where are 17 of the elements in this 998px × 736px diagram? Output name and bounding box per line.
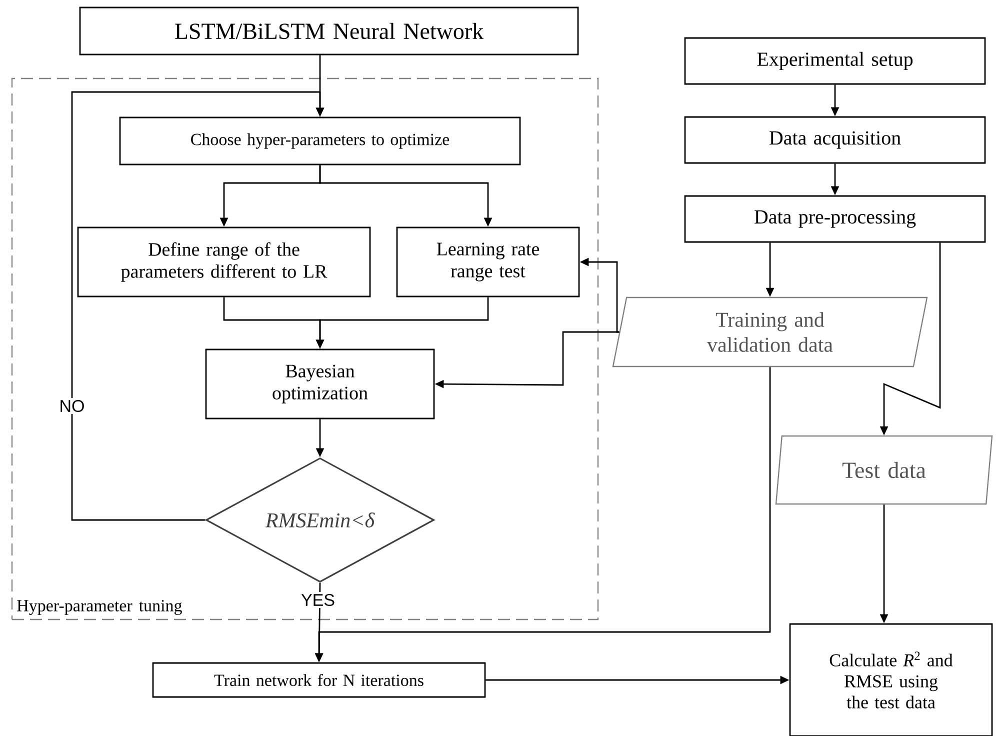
process-box: Learning rate range test	[396, 226, 580, 298]
dashed-group-box	[11, 78, 599, 620]
process-box: Data pre-processing	[684, 195, 986, 243]
edge-label: NO	[57, 398, 87, 414]
process-box: LSTM/BiLSTM Neural Network	[79, 6, 579, 56]
group-label: Hyper-parameter tuning	[17, 600, 182, 615]
data-parallelogram: Test data	[775, 435, 993, 505]
process-box: Define range of the parameters different to LR	[77, 226, 371, 298]
edge-label: YES	[299, 592, 338, 608]
data-parallelogram: Training and validation data	[612, 296, 928, 368]
process-box: Experimental setup	[684, 37, 986, 85]
process-box: Calculate R$^{2}$ and RMSE using the test data	[789, 623, 993, 736]
process-box: Data acquisition	[684, 116, 986, 164]
arrow	[71, 91, 324, 521]
process-box: Bayesian optimization	[205, 348, 435, 420]
process-box: Train network for N iterations	[152, 662, 486, 698]
process-box: Choose hyper-parameters to optimize	[119, 116, 521, 166]
